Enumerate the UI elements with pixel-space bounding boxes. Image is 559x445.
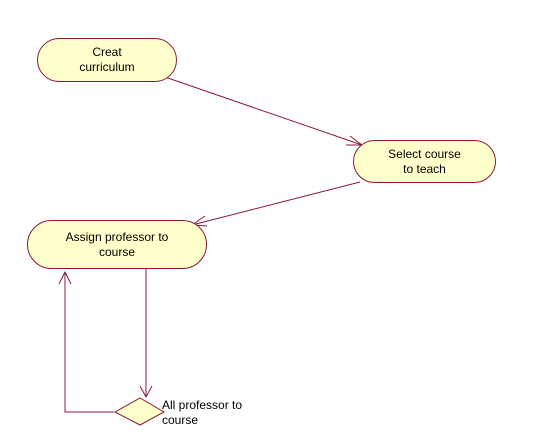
activity-assign-professor[interactable]: Assign professor to course	[27, 220, 207, 269]
activity-create-curriculum-line2: curriculum	[79, 60, 135, 74]
activity-assign-professor-line2: course	[98, 244, 136, 259]
activity-create-curriculum[interactable]: Creat curriculum	[37, 38, 177, 82]
flow-create-to-select	[164, 76, 363, 146]
activity-assign-professor-line1: Assign professor to	[65, 229, 169, 244]
flow-decision-loop-arrowhead	[58, 270, 72, 285]
decision-label: All professor to course	[162, 398, 242, 428]
flow-select-to-assign	[191, 181, 361, 226]
activity-select-course-line1: Select course	[388, 146, 461, 161]
activity-select-course-line2: to teach	[403, 161, 446, 176]
decision-diamond	[113, 397, 166, 426]
decision-label-line1: All professor to	[162, 398, 243, 412]
activity-create-curriculum-line1: Creat	[92, 45, 122, 59]
decision-label-line2: course	[162, 413, 199, 427]
flow-assign-to-decision-arrowhead	[139, 385, 153, 399]
flow-decision-loop-back	[64, 272, 114, 413]
activity-select-course[interactable]: Select course to teach	[353, 140, 496, 183]
